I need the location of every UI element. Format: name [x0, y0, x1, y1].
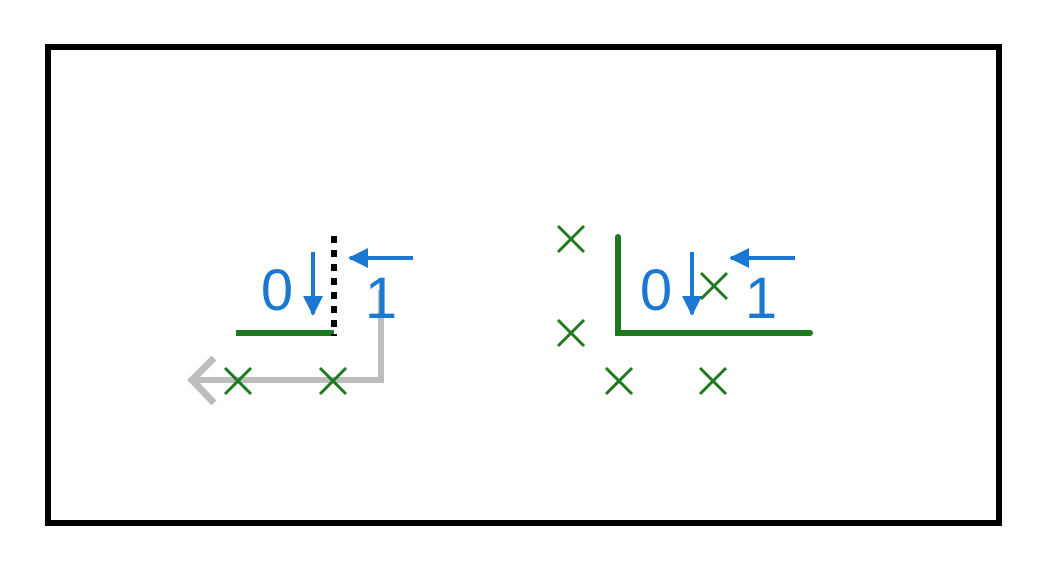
green-l-shape [615, 234, 813, 336]
x-mark-icon [318, 366, 348, 396]
x-mark-icon [556, 224, 586, 254]
x-mark-icon [223, 366, 253, 396]
left-label-1: 1 [365, 266, 397, 331]
x-mark-icon [698, 366, 728, 396]
left-panel: 0 1 [187, 236, 413, 406]
grey-path [196, 290, 384, 383]
x-mark-icon [556, 318, 586, 348]
right-label-1: 1 [745, 266, 777, 331]
x-mark-icon [699, 271, 729, 301]
right-panel: 0 1 [556, 224, 813, 396]
right-label-0: 0 [640, 258, 672, 323]
x-mark-icon [604, 366, 634, 396]
chevron-left-icon [187, 355, 217, 406]
outer-frame [45, 44, 1002, 526]
left-label-0: 0 [261, 258, 293, 323]
